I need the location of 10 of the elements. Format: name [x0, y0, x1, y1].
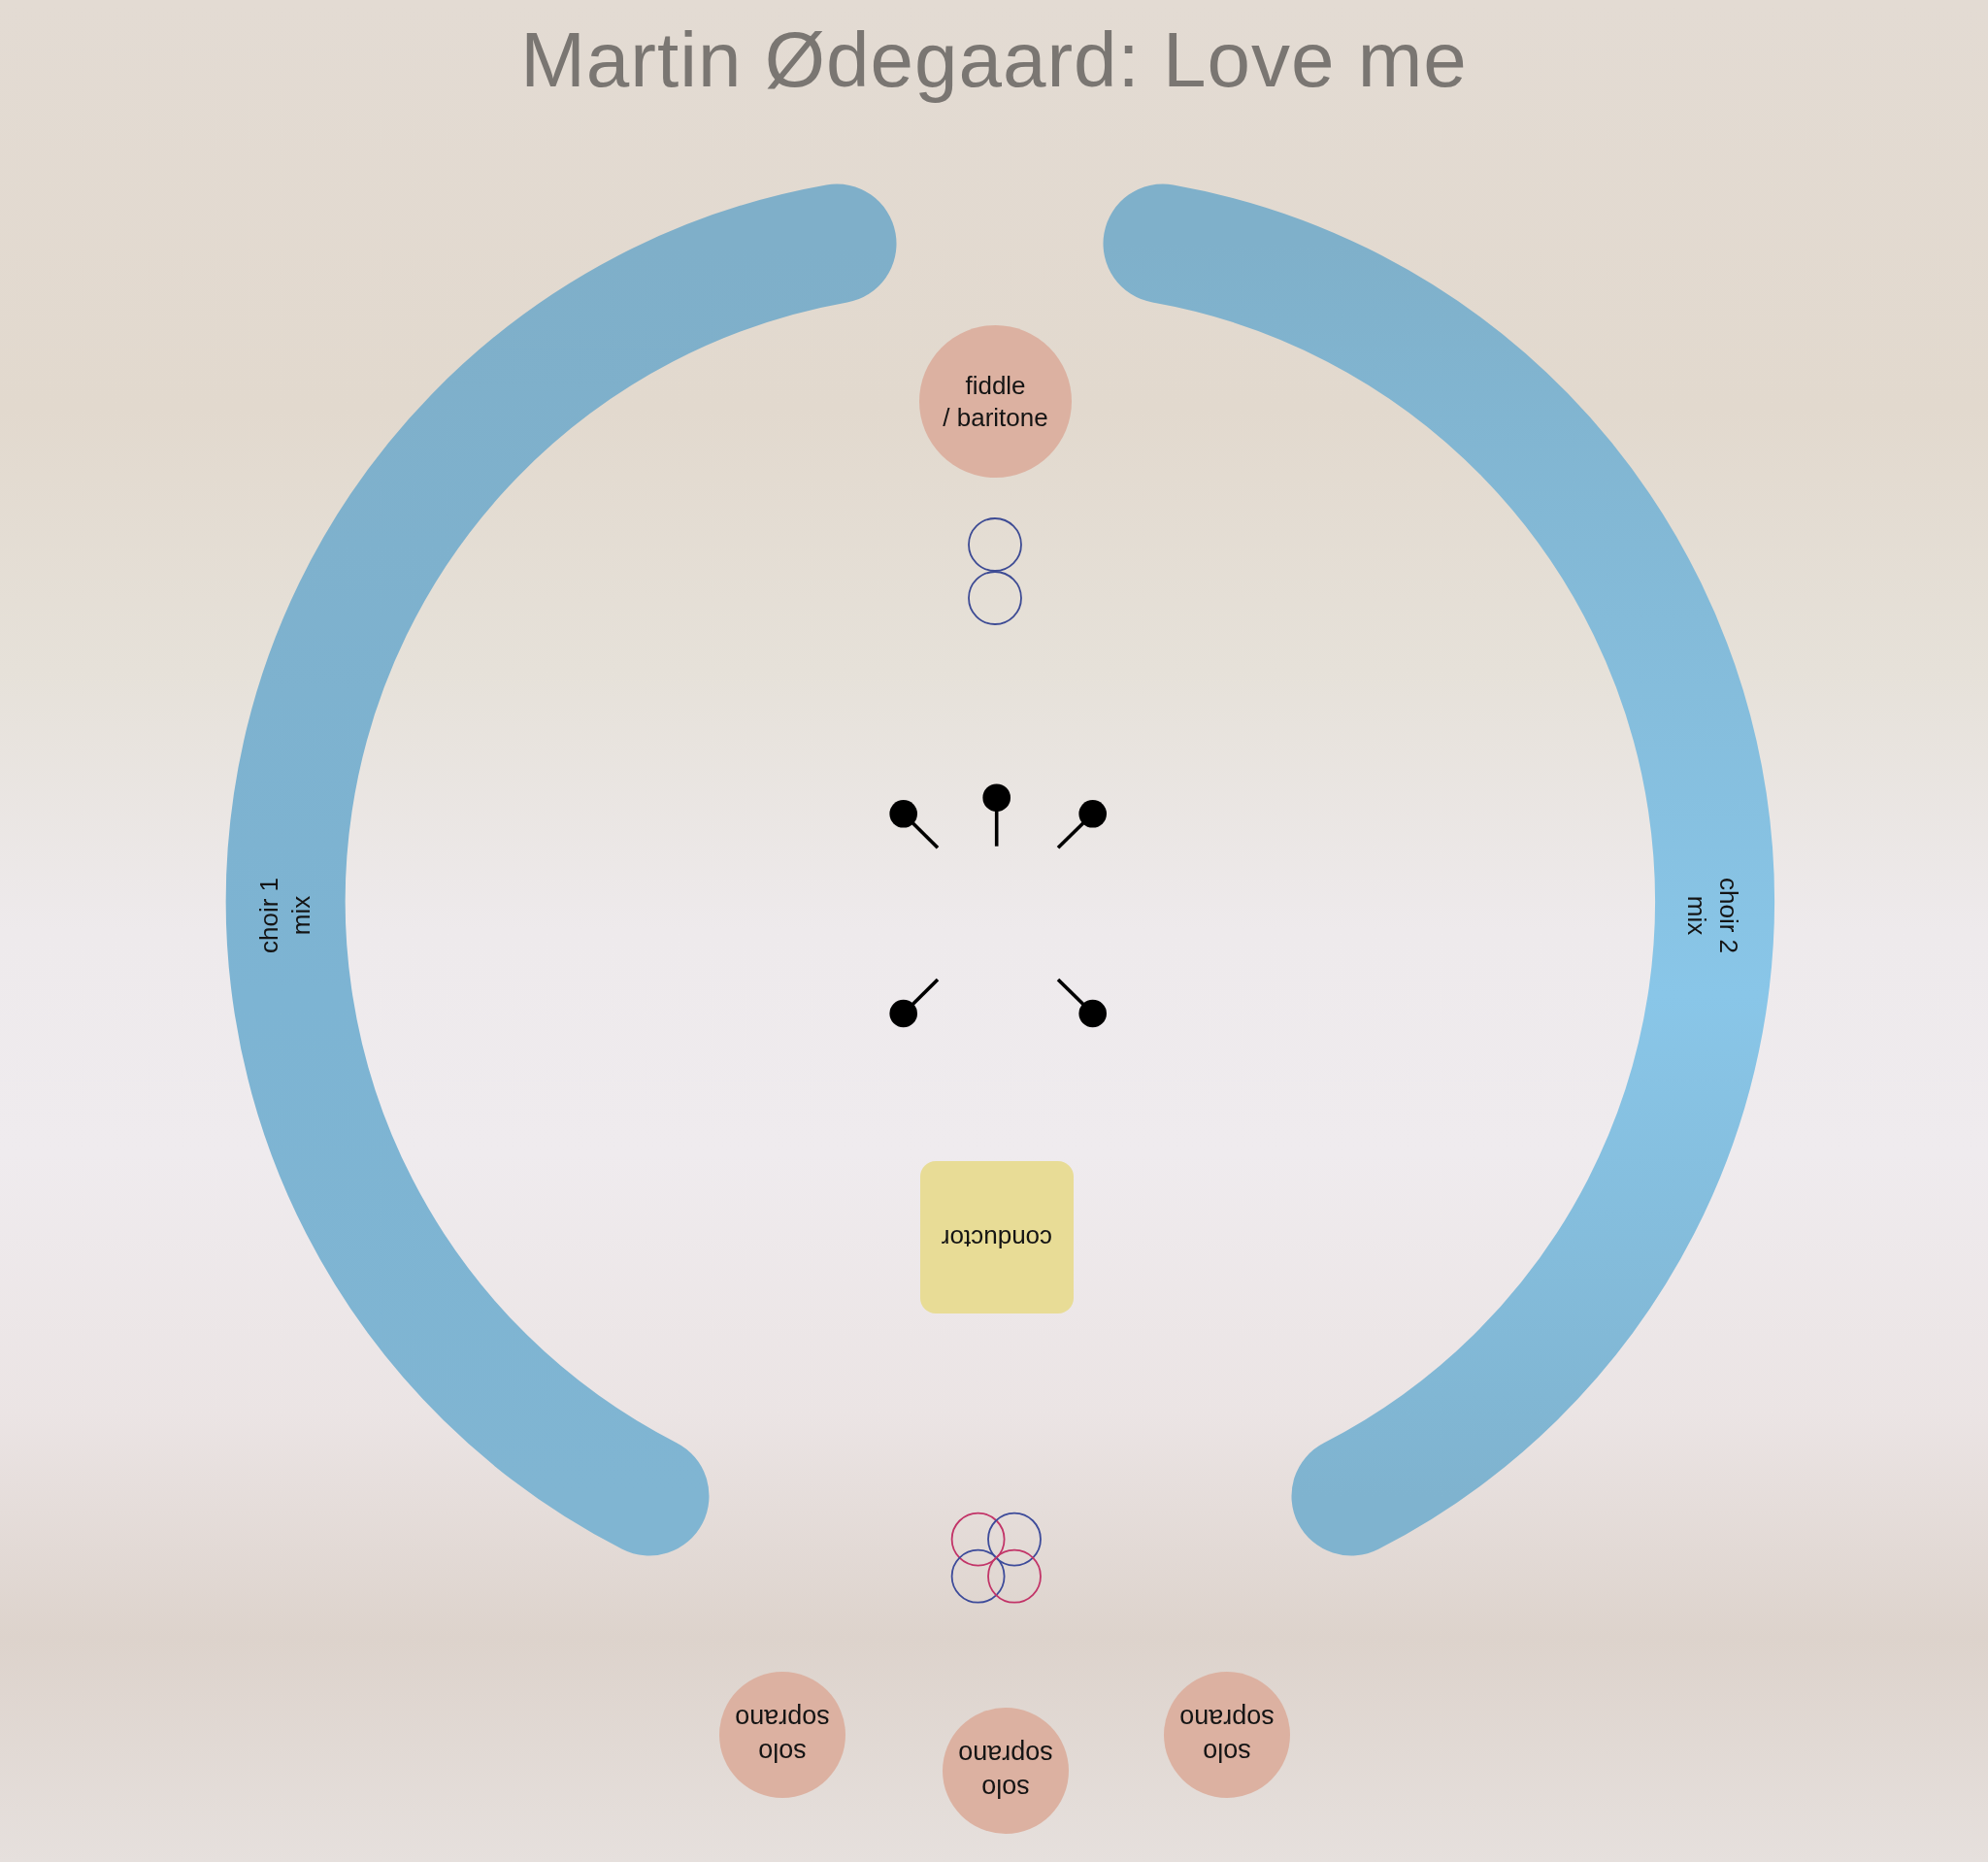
- section-label: choir 2 mix: [1681, 877, 1745, 954]
- choir-arc-band: [225, 183, 897, 1556]
- conductor-box: [920, 1161, 1074, 1313]
- performer-label: fiddle / baritone: [943, 369, 1048, 434]
- section-label: choir 1 mix: [252, 877, 316, 954]
- performer-label: conductor: [941, 1222, 1053, 1254]
- performer-label: solo soprano: [1179, 1703, 1275, 1769]
- performer-label: solo soprano: [735, 1703, 830, 1769]
- performer-label: solo soprano: [958, 1739, 1053, 1805]
- choir-arc-band: [1101, 183, 1773, 1556]
